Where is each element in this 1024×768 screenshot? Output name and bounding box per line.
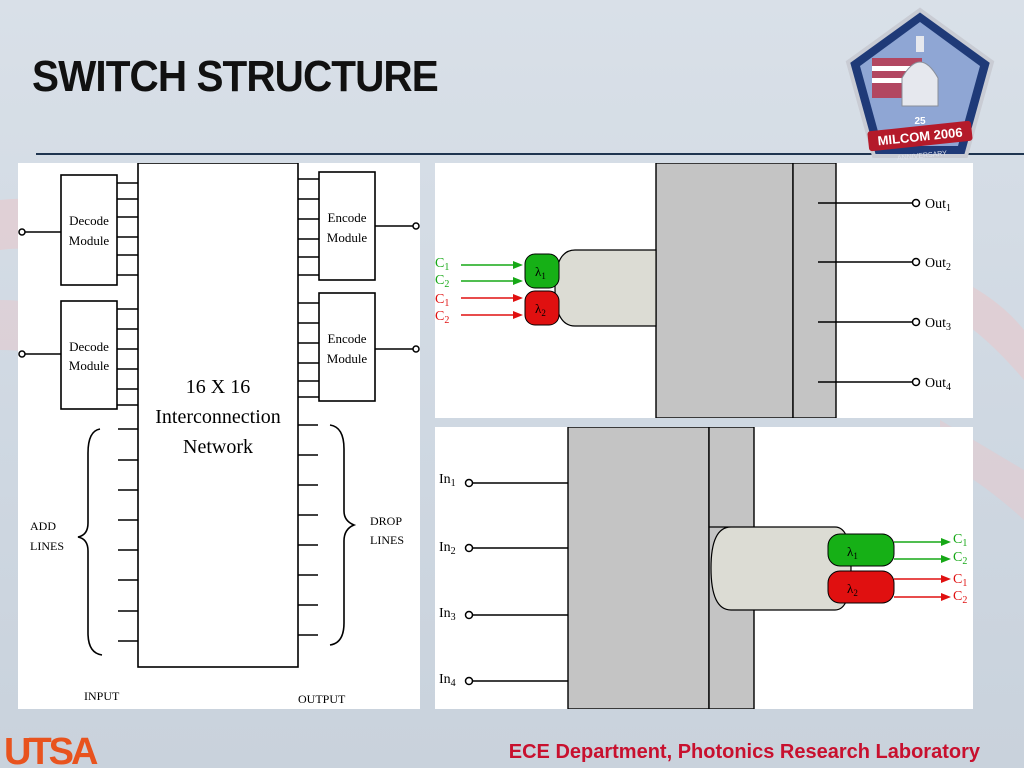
add-lines-label-a: ADD	[30, 519, 56, 533]
input-c1-red: C1	[435, 292, 449, 309]
decode-2-label-a: Decode	[69, 339, 109, 354]
encode-2-label-b: Module	[327, 351, 368, 366]
encode-module-2	[318, 292, 376, 402]
decode-module-1	[60, 174, 118, 286]
input-c2-green: C2	[435, 273, 449, 290]
milcom-badge-icon: MILCOM 2006 25 ANNIVERSARY	[845, 7, 995, 162]
fiber-lambda2	[524, 290, 560, 326]
fiber-lambda2	[827, 570, 895, 604]
fiber-bundle	[554, 249, 657, 327]
input-in4: In4	[439, 672, 456, 689]
page-title: SWITCH STRUCTURE	[32, 52, 439, 101]
fiber-lambda1-label: λ1	[847, 544, 858, 561]
badge-number: 25	[914, 116, 926, 127]
encode-2-label-a: Encode	[328, 331, 367, 346]
input-in3: In3	[439, 606, 456, 623]
switch-block	[567, 426, 710, 710]
network-label-line1: 16 X 16	[186, 376, 250, 398]
switch-block	[655, 162, 794, 419]
output-c1-green: C1	[953, 532, 967, 549]
add-lines-brace	[77, 428, 103, 656]
drop-lines-label-a: DROP	[370, 514, 402, 528]
drop-lines-label-b: LINES	[370, 533, 404, 547]
output-c1-red: C1	[953, 572, 967, 589]
encode-1-label-a: Encode	[328, 210, 367, 225]
title-divider	[36, 153, 1024, 155]
decode-1-label-b: Module	[69, 233, 110, 248]
decode-1-label-a: Decode	[69, 213, 109, 228]
fiber-lambda1-label: λ1	[535, 264, 546, 281]
input-label: INPUT	[84, 689, 120, 703]
output-out2: Out2	[925, 256, 951, 273]
network-label-line3: Network	[183, 436, 253, 458]
input-c2-red: C2	[435, 309, 449, 326]
demux-diagram: λ1 λ2 C1 C2 C1 C2	[435, 162, 973, 419]
output-out4: Out4	[925, 376, 951, 393]
encode-1-label-b: Module	[327, 230, 368, 245]
output-label: OUTPUT	[298, 692, 346, 706]
output-out1: Out1	[925, 197, 951, 214]
mux-diagram: λ1 λ2 In1 In2 In3 In4	[435, 426, 973, 710]
switch-side-block	[792, 162, 837, 419]
drop-lines-brace	[329, 424, 357, 646]
output-c2-green: C2	[953, 550, 967, 567]
fiber-lambda1	[827, 533, 895, 567]
interconnection-network-box	[137, 162, 299, 668]
fiber-lambda2-label: λ2	[535, 301, 546, 318]
utsa-logo-text: UTSA	[4, 733, 98, 767]
switch-block-diagram: Decode Module Decode Module Encode Modul…	[18, 162, 420, 709]
footer-department: ECE Department, Photonics Research Labor…	[508, 741, 980, 763]
fiber-lambda2-label: λ2	[847, 581, 858, 598]
decode-2-label-b: Module	[69, 358, 110, 373]
output-c2-red: C2	[953, 589, 967, 606]
decode-module-2	[60, 300, 118, 410]
network-label-line2: Interconnection	[155, 406, 281, 428]
input-in2: In2	[439, 540, 456, 557]
input-c1-green: C1	[435, 256, 449, 273]
encode-module-1	[318, 171, 376, 281]
add-lines-label-b: LINES	[30, 539, 64, 553]
input-in1: In1	[439, 472, 456, 489]
output-out3: Out3	[925, 316, 951, 333]
utsa-logo: UTSA	[4, 733, 101, 767]
fiber-lambda1	[524, 253, 560, 289]
